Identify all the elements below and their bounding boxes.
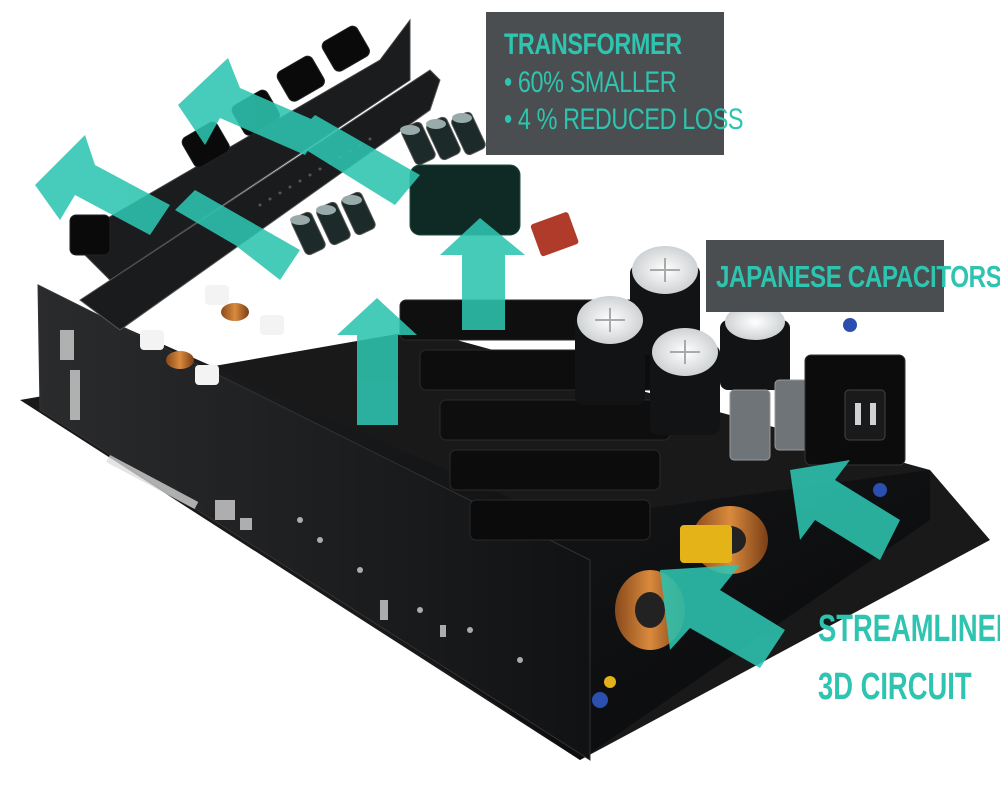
transformer-callout: TRANSFORMER • 60% SMALLER • 4 % REDUCED … [486, 12, 744, 155]
airflow-arrow-exit-4 [290, 115, 420, 205]
airflow-arrow-in-1 [790, 460, 900, 560]
tiny-caps [592, 318, 887, 708]
transformer-point-1: • 60% SMALLER [504, 65, 677, 99]
streamlined-line-1: STREAMLINED [818, 608, 1000, 650]
heatsink [399, 299, 671, 541]
ceramic-components [140, 285, 284, 385]
capacitors-callout: JAPANESE CAPACITORS [706, 240, 1000, 312]
transformer-title: TRANSFORMER [504, 28, 682, 61]
airflow-arrow-in-2 [660, 565, 785, 668]
capacitors-title: JAPANESE CAPACITORS [716, 259, 1000, 294]
transformer [409, 164, 521, 236]
side-board-traces [60, 330, 523, 663]
airflow-arrow-exit-2 [178, 58, 325, 155]
streamlined-line-2: 3D CIRCUIT [818, 666, 972, 708]
ac-inlet [804, 354, 906, 466]
streamlined-circuit-label: STREAMLINED 3D CIRCUIT [818, 600, 1000, 716]
airflow-arrow-exit-3 [175, 190, 300, 280]
relay [530, 212, 579, 257]
x-capacitors [729, 379, 814, 461]
airflow-arrow-up-1 [337, 298, 417, 425]
airflow-arrow-icon [35, 58, 900, 668]
small-capacitors [290, 111, 486, 256]
large-capacitors [575, 246, 790, 435]
transformer-point-2: • 4 % REDUCED LOSS [504, 103, 744, 136]
airflow-arrow-up-2 [440, 218, 525, 330]
airflow-arrow-exit-1 [35, 135, 170, 235]
side-board [37, 284, 591, 761]
